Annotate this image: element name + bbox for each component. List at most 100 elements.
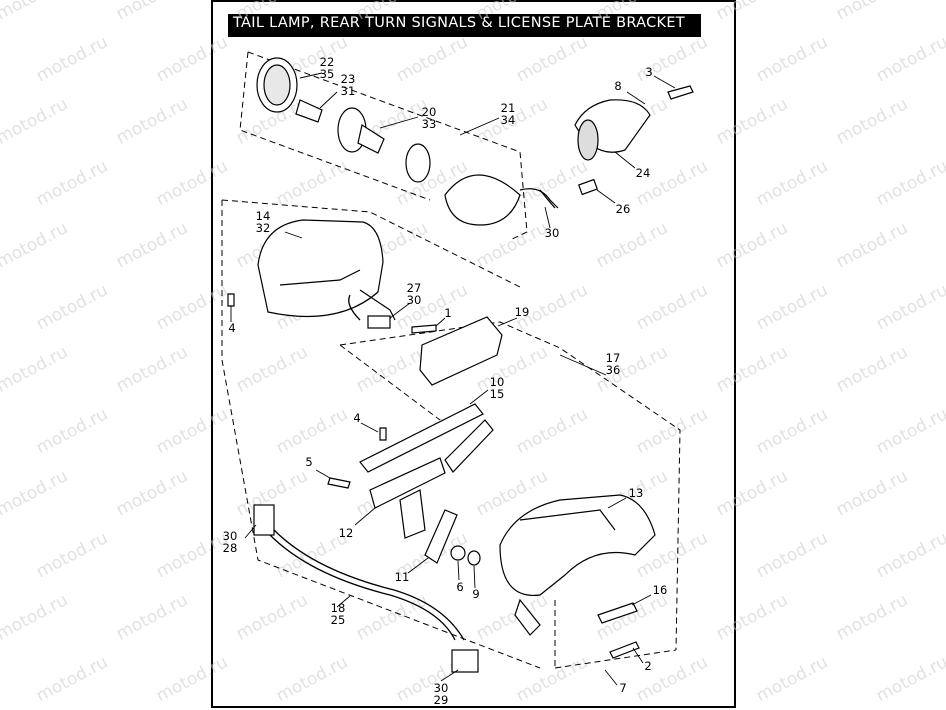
watermark-text: motod.ru	[0, 466, 71, 520]
watermark-text: motod.ru	[353, 590, 431, 644]
watermark-text: motod.ru	[233, 342, 311, 396]
bulb-part	[295, 99, 323, 123]
watermark-text: motod.ru	[473, 218, 551, 272]
callout-16: 16	[653, 583, 668, 597]
watermark-text: motod.ru	[273, 652, 351, 706]
watermark-text: motod.ru	[753, 404, 831, 458]
callout-11: 11	[395, 570, 410, 584]
callout-1: 1	[444, 306, 451, 320]
connector-part	[578, 178, 598, 196]
watermark-text: motod.ru	[713, 590, 791, 644]
callout-9: 9	[472, 587, 479, 601]
watermark-text: motod.ru	[753, 652, 831, 706]
callout-30-a: 30	[545, 226, 560, 240]
callout-12: 12	[339, 526, 354, 540]
watermark-text: motod.ru	[873, 32, 946, 86]
watermark-text: motod.ru	[753, 280, 831, 334]
watermark-text: motod.ru	[33, 652, 111, 706]
callout-13: 13	[629, 486, 644, 500]
callout-4-a: 4	[228, 321, 235, 335]
callout-5: 5	[305, 455, 312, 469]
lamp-bracket-part	[419, 316, 503, 386]
watermark-text: motod.ru	[113, 218, 191, 272]
watermark-text: motod.ru	[33, 404, 111, 458]
watermark-text: motod.ru	[593, 218, 671, 272]
callout-3: 3	[645, 65, 652, 79]
turn-signal-housing-part	[444, 174, 521, 226]
watermark-text: motod.ru	[153, 404, 231, 458]
fender-bracket-part	[499, 494, 656, 596]
plate-part	[369, 457, 446, 509]
watermark-text: motod.ru	[713, 0, 791, 24]
harness-connector-bottom-part	[451, 649, 479, 673]
watermark-text: motod.ru	[873, 404, 946, 458]
watermark-text: motod.ru	[633, 404, 711, 458]
watermark-text: motod.ru	[153, 32, 231, 86]
screw-4a-part	[227, 293, 235, 307]
screw-5-part	[327, 477, 351, 489]
watermark-text: motod.ru	[873, 528, 946, 582]
watermark-text: motod.ru	[633, 156, 711, 210]
watermark-text: motod.ru	[513, 652, 591, 706]
watermark-text: motod.ru	[713, 466, 791, 520]
plate-16-part	[597, 602, 638, 624]
watermark-text: motod.ru	[273, 404, 351, 458]
callout-4-b: 4	[353, 411, 360, 425]
watermark-text: motod.ru	[0, 218, 71, 272]
watermark-text: motod.ru	[153, 528, 231, 582]
lower-bracket-part	[424, 509, 458, 564]
watermark-text: motod.ru	[33, 32, 111, 86]
license-lens-part	[359, 403, 484, 473]
nut-part	[467, 550, 481, 566]
assembly-outlines	[221, 51, 681, 669]
watermark-text: motod.ru	[753, 156, 831, 210]
callout-2: 2	[644, 659, 651, 673]
callout-24: 24	[636, 166, 651, 180]
washer-part	[450, 545, 466, 561]
tail-lamp-housing-part	[257, 219, 384, 318]
watermark-text: motod.ru	[33, 528, 111, 582]
watermark-text: motod.ru	[153, 652, 231, 706]
screw-part	[667, 85, 694, 100]
watermark-text: motod.ru	[0, 94, 71, 148]
watermark-text: motod.ru	[113, 94, 191, 148]
watermark-text: motod.ru	[33, 280, 111, 334]
watermark-text: motod.ru	[753, 32, 831, 86]
watermark-text: motod.ru	[113, 342, 191, 396]
watermark-text: motod.ru	[833, 590, 911, 644]
diagram-frame	[211, 0, 736, 708]
watermark-text: motod.ru	[33, 156, 111, 210]
gasket-part	[405, 143, 431, 183]
watermark-text: motod.ru	[113, 0, 191, 24]
watermark-text: motod.ru	[153, 280, 231, 334]
watermark-text: motod.ru	[233, 0, 311, 24]
callout-19: 19	[515, 305, 530, 319]
lamp-connector-part	[367, 315, 391, 329]
callout-8: 8	[614, 79, 621, 93]
watermark-text: motod.ru	[833, 94, 911, 148]
watermark-text: motod.ru	[873, 280, 946, 334]
leader-lines	[230, 72, 676, 686]
watermark-text: motod.ru	[833, 218, 911, 272]
screw-1-part	[411, 324, 437, 334]
screw-4b-part	[379, 427, 387, 441]
watermark-text: motod.ru	[753, 528, 831, 582]
watermark-text: motod.ru	[0, 0, 71, 24]
watermark-text: motod.ru	[233, 590, 311, 644]
watermark-text: motod.ru	[593, 0, 671, 24]
watermark-text: motod.ru	[873, 652, 946, 706]
watermark-text: motod.ru	[473, 590, 551, 644]
watermark-text: motod.ru	[473, 0, 551, 24]
title-bar	[228, 14, 701, 37]
watermark-text: motod.ru	[833, 0, 911, 24]
